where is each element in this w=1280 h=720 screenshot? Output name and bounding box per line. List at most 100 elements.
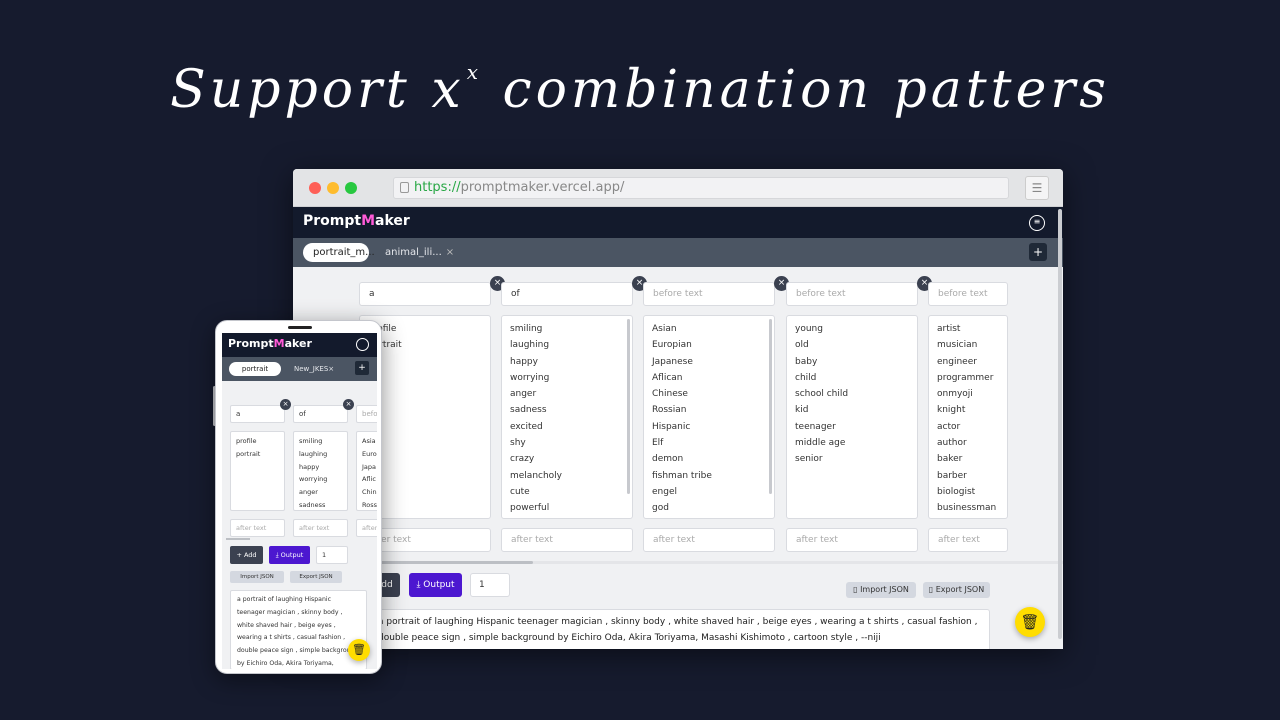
add-tab-button[interactable]: + [1029,243,1047,261]
before-text-input[interactable]: of [501,282,633,306]
close-icon[interactable]: × [343,399,354,410]
menu-icon[interactable] [356,338,369,351]
close-window-button[interactable] [309,182,321,194]
add-tab-button[interactable]: + [355,361,369,375]
list-item: anger [299,488,318,497]
before-text-input[interactable]: before text [786,282,918,306]
word-column: befo Asia Euro Japa Aflic Chin Ross afte… [356,405,377,537]
tab-new[interactable]: New_JKES× [286,362,342,376]
word-list[interactable]: profile portrait [230,431,285,511]
word-column: before text × Asian Europian Japanese Af… [643,276,789,552]
list-item: musician [937,340,978,351]
output-button[interactable]: ⤓ Output [269,546,310,564]
list-item: laughing [299,449,328,458]
list-item: shy [510,438,526,449]
import-json-button[interactable]: ▯ Import JSON [846,582,916,598]
after-text-input[interactable]: after text [643,528,775,552]
logo-m: M [273,337,285,350]
list-item: baby [795,356,818,367]
app-logo: PromptMaker [303,213,410,229]
before-text-input[interactable]: of [293,405,348,423]
list-item: businessman [937,503,997,514]
tab-animal[interactable]: animal_ili...× [375,243,464,262]
export-json-button[interactable]: ▯ Export JSON [923,582,990,598]
after-text-input[interactable]: after [356,519,377,537]
word-list[interactable]: artist musician engineer programmer onmy… [928,315,1008,519]
list-item: barber [937,470,967,481]
browser-chrome: https://promptmaker.vercel.app/ ☰ [293,169,1063,207]
before-text-input[interactable]: a [359,282,491,306]
logo-m: M [361,213,376,229]
list-item: Japa [362,462,377,471]
word-list[interactable]: young old baby child school child kid te… [786,315,918,519]
after-text-input[interactable]: after text [928,528,1008,552]
close-icon[interactable]: × [280,399,291,410]
list-item: artist [937,324,961,334]
import-json-button[interactable]: Import JSON [230,571,284,583]
horizontal-scrollbar[interactable] [359,561,533,564]
tune-icon[interactable]: ☰ [1025,176,1049,200]
address-bar[interactable]: https://promptmaker.vercel.app/ [393,177,1009,199]
word-column: of × smiling laughing happy worrying ang… [293,399,354,537]
list-item: smiling [299,437,323,445]
list-item: Chin [362,488,377,497]
count-input[interactable]: 1 [316,546,348,564]
add-button[interactable]: + Add [230,546,263,564]
list-item: Japanese [652,356,693,367]
coffee-icon[interactable]: 🗑 [348,639,370,661]
phone-side-button [213,386,216,426]
word-list[interactable]: Asian Europian Japanese Aflican Chinese … [643,315,775,519]
before-text-input[interactable]: before text [643,282,775,306]
minimize-window-button[interactable] [327,182,339,194]
list-item: sadness [510,405,547,416]
list-item: profile [368,324,397,334]
horizontal-scrollbar[interactable] [226,538,250,540]
tab-bar: portrait New_JKES× + [222,357,377,381]
list-item: programmer [937,372,994,383]
list-item: Ross [362,500,377,509]
list-item: profile [236,437,257,445]
scrollbar[interactable] [769,319,772,494]
after-text-input[interactable]: after text [293,519,348,537]
close-icon[interactable]: × [328,365,335,373]
count-input[interactable]: 1 [470,573,510,597]
close-icon[interactable]: × [774,276,789,291]
list-item: teenager [795,421,836,432]
after-text-input[interactable]: after text [501,528,633,552]
before-text-input[interactable]: befo [356,405,377,423]
menu-icon[interactable]: ≡ [1029,215,1045,231]
word-list[interactable]: Asia Euro Japa Aflic Chin Ross [356,431,377,511]
after-text-input[interactable]: after text [786,528,918,552]
file-icon: ▯ [928,585,936,594]
coffee-icon[interactable]: 🗑 [1015,607,1045,637]
list-item: smiling [510,324,543,334]
list-item: Aflican [652,372,683,383]
logo-prompt: Prompt [303,213,362,229]
output-textarea[interactable]: a portrait of laughing Hispanic teenager… [230,590,367,669]
tab-label: portrait_m... [313,247,375,258]
word-column: of × smiling laughing happy worrying ang… [501,276,647,552]
after-text-input[interactable]: after text [230,519,285,537]
list-item: demon [652,454,684,465]
word-list[interactable]: smiling laughing happy worrying anger sa… [293,431,348,511]
close-icon[interactable]: × [445,247,455,258]
maximize-window-button[interactable] [345,182,357,194]
output-textarea[interactable]: a portrait of laughing Hispanic teenager… [367,609,990,649]
scrollbar[interactable] [627,319,630,494]
before-text-input[interactable]: before text [928,282,1008,306]
list-item: baker [937,454,963,465]
list-item: Aflic [362,475,376,484]
list-item: engel [652,486,677,497]
output-button[interactable]: ⤓ Output [409,573,462,597]
list-item: knight [937,405,966,416]
page-scrollbar[interactable] [1058,209,1062,639]
export-json-button[interactable]: Export JSON [290,571,342,583]
tab-portrait[interactable]: portrait_m... [303,243,375,262]
before-text-input[interactable]: a [230,405,285,423]
tab-portrait[interactable]: portrait [229,362,281,376]
url-host: promptmaker.vercel.app/ [460,180,625,195]
list-item: Asia [362,437,376,445]
word-list[interactable]: smiling laughing happy worrying anger sa… [501,315,633,519]
app-header: PromptMaker [222,333,377,357]
